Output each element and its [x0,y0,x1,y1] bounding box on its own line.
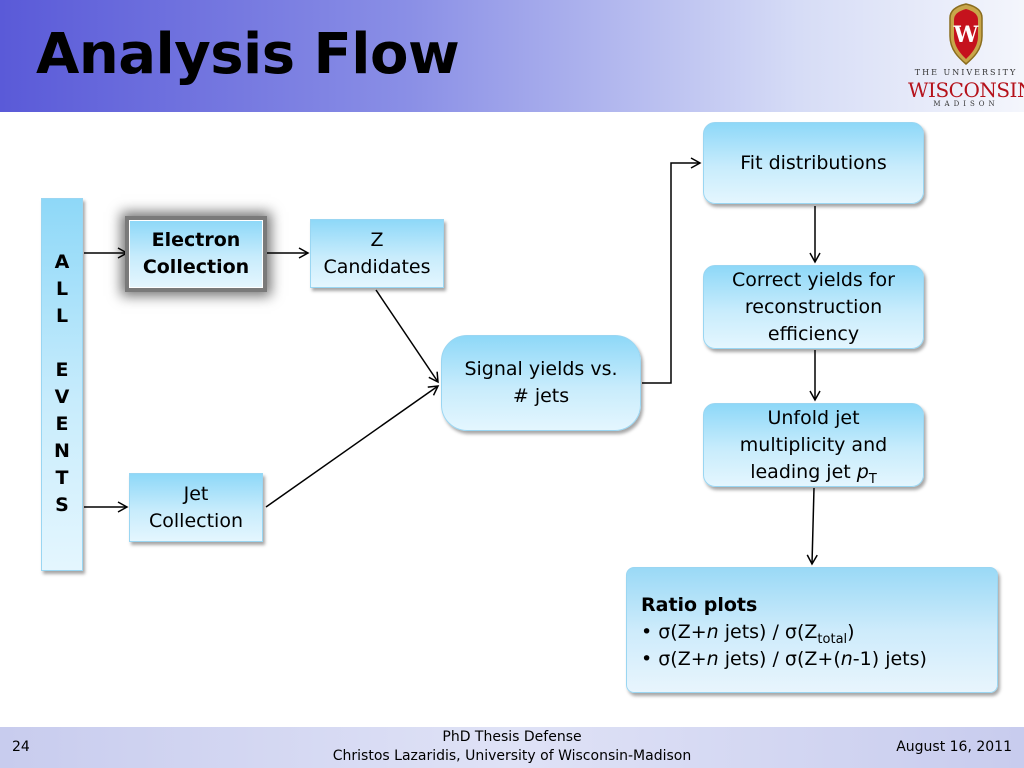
all-events-letter: E [55,413,69,435]
logo-line-1: THE UNIVERSITY [914,68,1018,77]
correct-yields-box: Correct yields for reconstruction effici… [703,265,924,349]
footer-bar: 24 PhD Thesis Defense Christos Lazaridis… [0,727,1024,768]
all-events-letter: L [55,305,69,327]
unfold-box: Unfold jet multiplicity and leading jet … [703,403,924,487]
signal-line-1: Signal yields vs. [464,358,618,380]
slide-title: Analysis Flow [36,22,460,87]
logo-line-3: MADISON [933,100,999,108]
page-number: 24 [12,739,30,755]
all-events-letter: S [55,494,69,516]
ratio-item-2: • σ(Z+n jets) / σ(Z+(n-1) jets) [641,648,927,670]
z-line-2: Candidates [323,255,431,278]
jet-line-1: Jet [183,482,209,505]
all-events-letter: T [55,467,69,489]
correct-line-1: Correct yields for [731,268,895,291]
all-events-letter: E [55,359,69,381]
z-line-1: Z [370,228,384,251]
unfold-line-3-sub: T [868,471,877,487]
all-events-letter: N [54,440,70,462]
all-events-letter: V [54,386,70,408]
fit-distributions-box: Fit distributions [703,122,924,204]
correct-line-2: reconstruction [744,295,883,318]
jet-line-2: Collection [149,509,243,532]
arrow-signal-to-fit [642,157,702,384]
signal-line-2: # jets [512,385,570,407]
crest-letter: W [953,22,979,48]
unfold-line-3: leading jet pT [750,459,877,486]
fit-label: Fit distributions [740,151,887,174]
z-candidates-box: Z Candidates [310,219,444,288]
signal-yields-box: Signal yields vs. # jets [441,335,641,431]
title-bar: Analysis Flow W THE UNIVERSITY WISCONSIN… [0,0,1024,112]
all-events-letter: A [54,251,70,273]
unfold-line-1: Unfold jet [767,406,860,429]
electron-line-1: Electron [151,229,241,251]
jet-collection-box: Jet Collection [129,473,263,542]
correct-line-3: efficiency [767,322,860,345]
ratio-item-1: • σ(Z+n jets) / σ(Ztotal) [641,621,855,647]
ratio-plots-box: Ratio plots • σ(Z+n jets) / σ(Ztotal) • … [626,567,998,693]
all-events-letter: L [55,278,69,300]
ratio-title: Ratio plots [641,594,758,616]
unfold-line-2: multiplicity and [739,433,888,456]
logo-line-2: WISCONSIN [908,78,1024,102]
electron-collection-box: Electron Collection [129,220,263,288]
footer-line-1: PhD Thesis Defense [442,729,582,745]
electron-line-2: Collection [142,256,250,278]
unfold-line-3-text: leading jet [750,460,857,483]
arrow-unfold-to-ratio [806,487,818,566]
all-events-box: A L L E V E N T S [41,198,83,571]
footer-date: August 16, 2011 [896,739,1012,755]
arrow-jet-to-signal [265,385,440,508]
footer-line-2: Christos Lazaridis, University of Wiscon… [332,748,692,764]
crest-icon: W [949,3,983,65]
uw-madison-logo: W THE UNIVERSITY WISCONSIN MADISON [908,2,1024,110]
arrow-z-to-signal [375,289,439,384]
unfold-line-3-var: p [856,460,869,483]
